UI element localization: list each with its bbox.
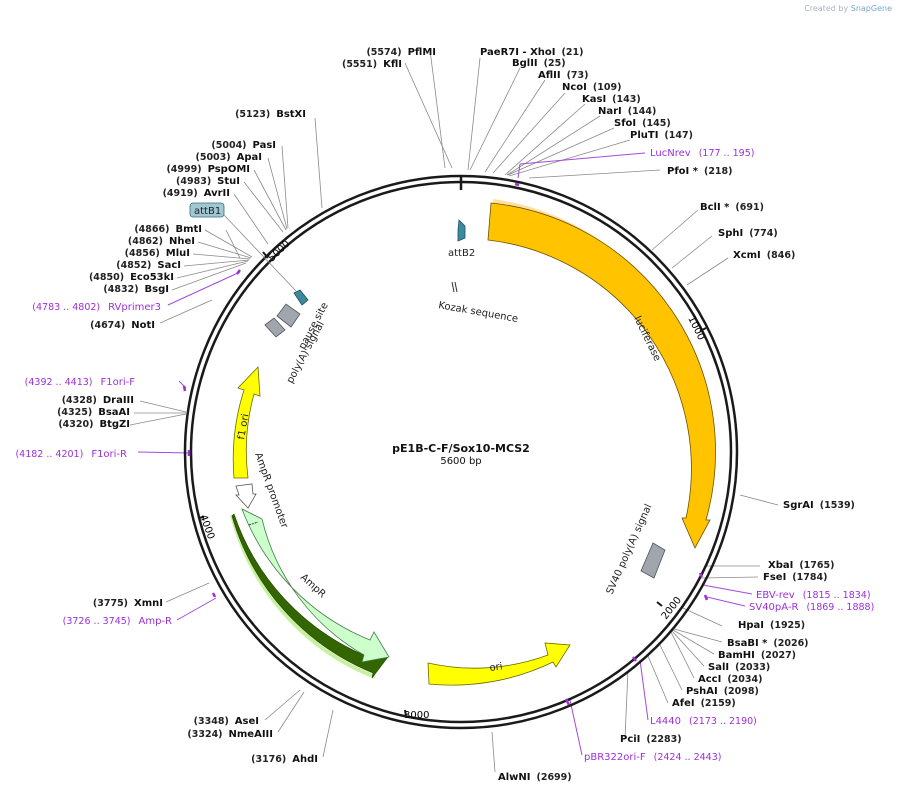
- primer-ebv-rev[interactable]: EBV-rev(1815 .. 1834): [756, 590, 871, 601]
- enzyme-xcmi[interactable]: XcmI(846): [733, 250, 795, 261]
- primer-amp-r[interactable]: (3726 .. 3745)Amp-R: [63, 616, 172, 627]
- enzyme-eco53ki[interactable]: (4850)Eco53kI: [89, 272, 174, 283]
- tick-label-3000: 3000: [404, 710, 429, 721]
- enzyme-xmni[interactable]: (3775)XmnI: [93, 598, 163, 609]
- attb2-label: attB2: [448, 248, 475, 259]
- enzyme-paer7i[interactable]: PaeR7I - XhoI(21): [480, 47, 583, 58]
- primer-labels-left: (3726 .. 3745)Amp-R (4182 .. 4201)F1ori-…: [15, 302, 172, 627]
- enzyme-pshai[interactable]: PshAI(2098): [686, 686, 759, 697]
- enzyme-sphi[interactable]: SphI(774): [718, 228, 778, 239]
- sv40-polya-label: SV40 poly(A) signal: [605, 503, 655, 597]
- ori-arrow[interactable]: [427, 642, 571, 686]
- enzyme-alwni[interactable]: AlwNI(2699): [498, 772, 572, 783]
- kozak-mark-b: [454, 281, 458, 293]
- tick-marks: [197, 251, 707, 717]
- plasmid-name: pE1B-C-F/Sox10-MCS2: [392, 442, 530, 455]
- enzyme-acci[interactable]: AccI(2034): [698, 674, 762, 685]
- enzyme-hpai[interactable]: HpaI(1925): [738, 620, 805, 631]
- luciferase-arrow[interactable]: [487, 202, 716, 549]
- primer-f1ori-r[interactable]: (4182 .. 4201)F1ori-R: [15, 449, 127, 460]
- enzyme-xbai[interactable]: XbaI(1765): [768, 560, 834, 571]
- enzyme-avrii[interactable]: (4919)AvrII: [163, 188, 230, 199]
- primer-labels: LucNrev(177 .. 195) EBV-rev(1815 .. 1834…: [584, 148, 874, 763]
- primer-marks: [182, 182, 709, 706]
- enzyme-mlui[interactable]: (4856)MluI: [125, 248, 190, 259]
- enzyme-pluti[interactable]: PluTI(147): [630, 130, 693, 141]
- primer-f1ori-f[interactable]: (4392 .. 4413)F1ori-F: [25, 377, 136, 388]
- enzyme-bstxi[interactable]: (5123)BstXI: [235, 109, 306, 120]
- enzyme-sgrai[interactable]: SgrAI(1539): [783, 500, 855, 511]
- enzyme-pflmi[interactable]: (5574)PflMI: [366, 47, 436, 58]
- snapgene-credit: Created by SnapGene: [804, 4, 892, 13]
- enzyme-stui[interactable]: (4983)StuI: [176, 176, 240, 187]
- f1-ori-label: f1 ori: [236, 413, 251, 441]
- enzyme-bmti[interactable]: (4866)BmtI: [134, 224, 202, 235]
- enzyme-bglii[interactable]: BglII(25): [512, 58, 566, 69]
- enzyme-bsabi[interactable]: BsaBI *(2026): [727, 638, 809, 649]
- primer-sv40pa-r[interactable]: SV40pA-R(1869 .. 1888): [749, 602, 874, 613]
- ampr-strand-underline: [231, 513, 389, 679]
- enzyme-asei[interactable]: (3348)AseI: [194, 716, 259, 727]
- enzyme-aflii[interactable]: AflII(73): [538, 70, 589, 81]
- enzyme-nmeaiii[interactable]: (3324)NmeAIII: [187, 729, 273, 740]
- primer-rvprimer3[interactable]: (4783 .. 4802)RVprimer3: [32, 302, 161, 313]
- enzyme-pasi[interactable]: (5004)PasI: [211, 140, 276, 151]
- enzyme-pfoi[interactable]: PfoI *(218): [667, 166, 733, 177]
- enzyme-nhei[interactable]: (4862)NheI: [128, 236, 195, 247]
- enzyme-ahdi[interactable]: (3176)AhdI: [251, 754, 318, 765]
- ampr-promoter-arrow[interactable]: [235, 483, 257, 509]
- enzyme-kfli[interactable]: (5551)KflI: [342, 59, 402, 70]
- kozak-mark-a: [451, 281, 455, 293]
- enzyme-pspomi[interactable]: (4999)PspOMI: [166, 164, 250, 175]
- enzyme-labels-right: PaeR7I - XhoI(21) BglII(25) AflII(73) Nc…: [480, 47, 855, 783]
- snapgene-logo-text: SnapGene: [850, 4, 892, 13]
- ampr-label: AmpR: [298, 572, 328, 600]
- tick-label-4000: 4000: [197, 513, 216, 541]
- primer-pbr322ori-f[interactable]: pBR322ori-F(2424 .. 2443): [584, 752, 721, 763]
- enzyme-saci[interactable]: (4852)SacI: [116, 260, 181, 271]
- enzyme-noti[interactable]: (4674)NotI: [90, 320, 155, 331]
- f1-ori-arrow[interactable]: [232, 366, 261, 479]
- ampr-promoter-dotted: [248, 521, 259, 526]
- credit-prefix: Created by: [804, 4, 849, 13]
- primer-lines: [137, 152, 753, 756]
- primer-lucnrev[interactable]: LucNrev(177 .. 195): [650, 148, 754, 159]
- sv40-polya-box[interactable]: [640, 542, 666, 579]
- tick-label-5000: 5000: [266, 239, 292, 265]
- attb1-label: attB1: [194, 206, 221, 217]
- polya-signal-box[interactable]: [264, 317, 286, 338]
- pause-site-box[interactable]: [276, 303, 301, 328]
- enzyme-nari[interactable]: NarI(144): [598, 106, 656, 117]
- attb1-badge[interactable]: [189, 202, 225, 218]
- enzyme-bsgi[interactable]: (4832)BsgI: [103, 284, 169, 295]
- enzyme-afei[interactable]: AfeI(2159): [672, 698, 736, 709]
- plasmid-length: 5600 bp: [440, 456, 481, 467]
- kozak-label: Kozak sequence: [437, 300, 518, 325]
- attb2-marker[interactable]: [457, 219, 466, 242]
- enzyme-pcii[interactable]: PciI(2283): [620, 734, 682, 745]
- enzyme-labels-left: (5574)PflMI (5551)KflI (5123)BstXI (5004…: [57, 47, 436, 765]
- enzyme-bcli[interactable]: BclI *(691): [700, 202, 764, 213]
- enzyme-btgzi[interactable]: (4320)BtgZI: [58, 419, 130, 430]
- enzyme-sfoi[interactable]: SfoI(145): [614, 118, 671, 129]
- enzyme-draiii[interactable]: (4328)DraIII: [62, 395, 134, 406]
- enzyme-apai[interactable]: (5003)ApaI: [196, 152, 263, 163]
- enzyme-kasi[interactable]: KasI(143): [582, 94, 641, 105]
- enzyme-sali[interactable]: SalI(2033): [708, 662, 770, 673]
- primer-l4440[interactable]: L4440(2173 .. 2190): [650, 716, 757, 727]
- enzyme-fsei[interactable]: FseI(1784): [763, 572, 827, 583]
- ori-label: ori: [489, 661, 503, 674]
- enzyme-ncoi[interactable]: NcoI(109): [562, 82, 621, 93]
- attb1-marker[interactable]: [293, 289, 309, 306]
- leader-lines: [129, 49, 779, 773]
- enzyme-bamhi[interactable]: BamHI(2027): [718, 650, 796, 661]
- enzyme-bsaai[interactable]: (4325)BsaAI: [57, 407, 130, 418]
- ampr-arrow[interactable]: [241, 508, 390, 663]
